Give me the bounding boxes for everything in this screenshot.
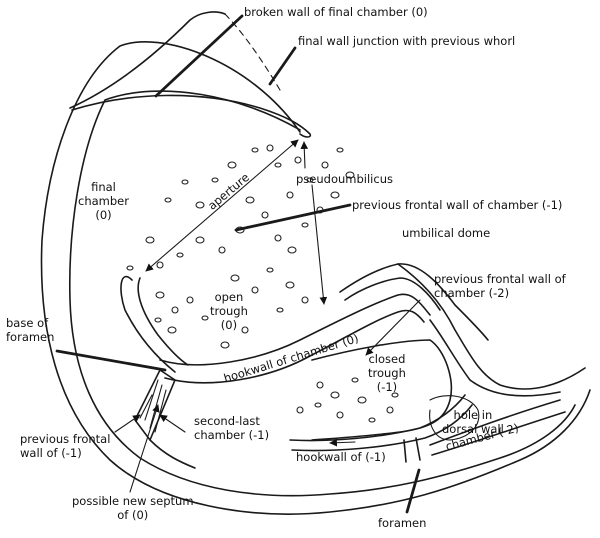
chamber-minus2-wall bbox=[397, 263, 586, 390]
leader-final-wall-junction bbox=[268, 46, 297, 86]
outer-shell-wall bbox=[40, 41, 591, 515]
second-last-arrow bbox=[159, 414, 186, 433]
hookwall-minus1-arrow bbox=[329, 438, 356, 447]
pseudoumbilicus-arrow-up bbox=[300, 141, 309, 169]
septum-lower-curve bbox=[149, 439, 196, 469]
label-umbilical-dome: umbilical dome bbox=[402, 226, 491, 240]
septum-wedge bbox=[134, 369, 176, 441]
foramen-pillar-left bbox=[403, 439, 407, 463]
chamber-minus2-lower-band-2 bbox=[431, 411, 566, 456]
chamber-minus2-lower-band bbox=[429, 399, 561, 446]
broken-wall-outline bbox=[69, 11, 226, 109]
label-possible-septum: possible new septum of (0) bbox=[72, 494, 194, 522]
label-open-trough: open trough (0) bbox=[210, 290, 248, 332]
leader-base-of-foramen bbox=[55, 349, 167, 372]
label-second-last-chamber: second-last chamber (-1) bbox=[194, 414, 270, 442]
dorsal-hole-outline bbox=[429, 395, 480, 441]
label-hookwall-minus1: hookwall of (-1) bbox=[296, 450, 386, 464]
label-final-chamber: final chamber (0) bbox=[78, 180, 129, 222]
leader-broken-wall bbox=[154, 14, 244, 98]
dashed-junction bbox=[224, 13, 281, 91]
septum-wedge-inner bbox=[139, 379, 167, 433]
foramen-pillar-right bbox=[415, 437, 421, 461]
leader-prev-frontal-minus1 bbox=[234, 203, 352, 232]
label-pseudoumbilicus: pseudoumbilicus bbox=[296, 172, 393, 186]
grain-texture bbox=[126, 144, 399, 423]
outer-shell-wall-inner bbox=[68, 90, 576, 497]
hookwall-upper-arc bbox=[339, 263, 489, 341]
hookwall-minus1-band bbox=[289, 394, 466, 442]
closed-trough-outline bbox=[311, 339, 453, 441]
hookwall-chamber0-band-top bbox=[159, 293, 431, 366]
final-chamber-inner-wall bbox=[120, 276, 176, 373]
label-base-of-foramen: base of foramen bbox=[6, 316, 55, 344]
aperture-arrow bbox=[145, 139, 299, 272]
label-closed-trough: closed trough (-1) bbox=[368, 352, 406, 394]
label-broken-wall: broken wall of final chamber (0) bbox=[244, 5, 428, 19]
chamber-minus2-wall-2 bbox=[429, 319, 561, 397]
hookwall-minus1-band-2 bbox=[291, 404, 473, 452]
prev-frontal-minus2-arrow bbox=[365, 299, 421, 356]
label-prev-frontal-minus2: previous frontal wall of chamber (-2) bbox=[434, 272, 566, 300]
final-chamber-top-rim bbox=[71, 94, 312, 138]
hookwall-upper-arc-2 bbox=[344, 277, 441, 311]
prev-frontal-wall-of-arrow bbox=[114, 414, 141, 433]
label-foramen: foramen bbox=[378, 516, 427, 530]
pseudoumbilicus-arrow-down bbox=[311, 184, 328, 305]
possible-septum-arrow bbox=[129, 404, 160, 493]
label-prev-frontal-minus1: previous frontal wall of chamber (-1) bbox=[352, 198, 563, 212]
label-final-wall-junction: final wall junction with previous whorl bbox=[298, 34, 516, 48]
leader-foramen bbox=[405, 468, 421, 514]
final-chamber-inner-wall-2 bbox=[137, 277, 189, 366]
label-hole-dorsal-wall: hole in dorsal wall bbox=[442, 408, 504, 436]
label-prev-frontal-wall-of: previous frontal wall of (-1) bbox=[20, 432, 111, 460]
